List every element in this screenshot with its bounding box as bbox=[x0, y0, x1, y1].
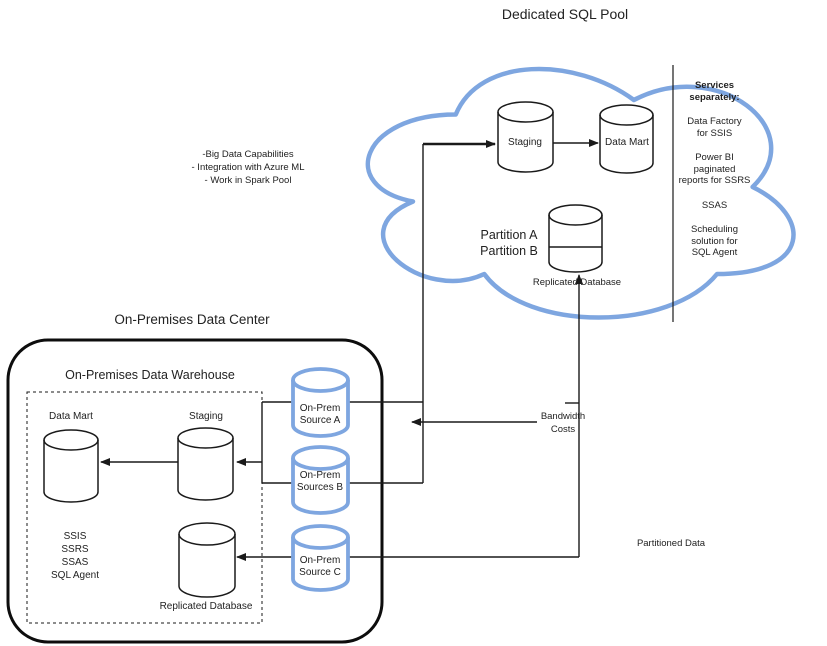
service-item-data-factory: Data Factory for SSIS bbox=[687, 116, 742, 139]
service-item-scheduling: Scheduling solution for SQL Agent bbox=[690, 224, 738, 258]
onprem-datamart-label: Data Mart bbox=[49, 411, 93, 422]
onprem-source-b-cylinder bbox=[291, 445, 350, 515]
onprem-tools-list: SSIS SSRS SSAS SQL Agent bbox=[51, 531, 99, 581]
service-item-power-bi: Power BI paginated reports for SSRS bbox=[678, 152, 751, 186]
onprem-staging-cylinder bbox=[177, 427, 234, 501]
partition-labels: Partition A Partition B bbox=[480, 228, 538, 258]
cloud-datamart-cylinder bbox=[599, 104, 654, 174]
onprem-box bbox=[6, 338, 384, 644]
source-b-label: On-Prem Sources B bbox=[296, 470, 344, 493]
onprem-replicated-db-cylinder bbox=[178, 522, 236, 598]
warehouse-dashed-box bbox=[26, 391, 263, 624]
cloud-replicated-db-label: Replicated Database bbox=[532, 277, 622, 288]
services-column: Services separately: Data Factory for SS… bbox=[658, 80, 771, 259]
onprem-staging-label: Staging bbox=[189, 411, 223, 422]
cloud-staging-cylinder bbox=[497, 101, 554, 173]
source-c-label: On-Prem Source C bbox=[299, 555, 341, 578]
onprem-source-a-cylinder bbox=[291, 367, 350, 438]
cloud-datamart-label: Data Mart bbox=[605, 137, 649, 148]
source-a-label: On-Prem Source A bbox=[299, 403, 341, 426]
cloud-replicated-db-cylinder bbox=[548, 204, 603, 273]
cloud-staging-label: Staging bbox=[508, 137, 542, 148]
bandwidth-costs-label: Bandwidth Costs bbox=[540, 411, 586, 435]
partitioned-data-label: Partitioned Data bbox=[636, 538, 706, 549]
onprem-replicated-db-label: Replicated Database bbox=[159, 601, 253, 612]
warehouse-title: On-Premises Data Warehouse bbox=[65, 368, 235, 382]
cloud-shape bbox=[365, 66, 796, 320]
onprem-title: On-Premises Data Center bbox=[114, 312, 270, 327]
services-heading: Services separately: bbox=[689, 80, 740, 103]
cloud-title: Dedicated SQL Pool bbox=[501, 6, 629, 22]
service-item-ssas: SSAS bbox=[701, 199, 728, 211]
onprem-datamart-cylinder bbox=[43, 429, 99, 503]
onprem-source-c-cylinder bbox=[291, 524, 350, 592]
cloud-notes: -Big Data Capabilities - Integration wit… bbox=[191, 149, 305, 186]
